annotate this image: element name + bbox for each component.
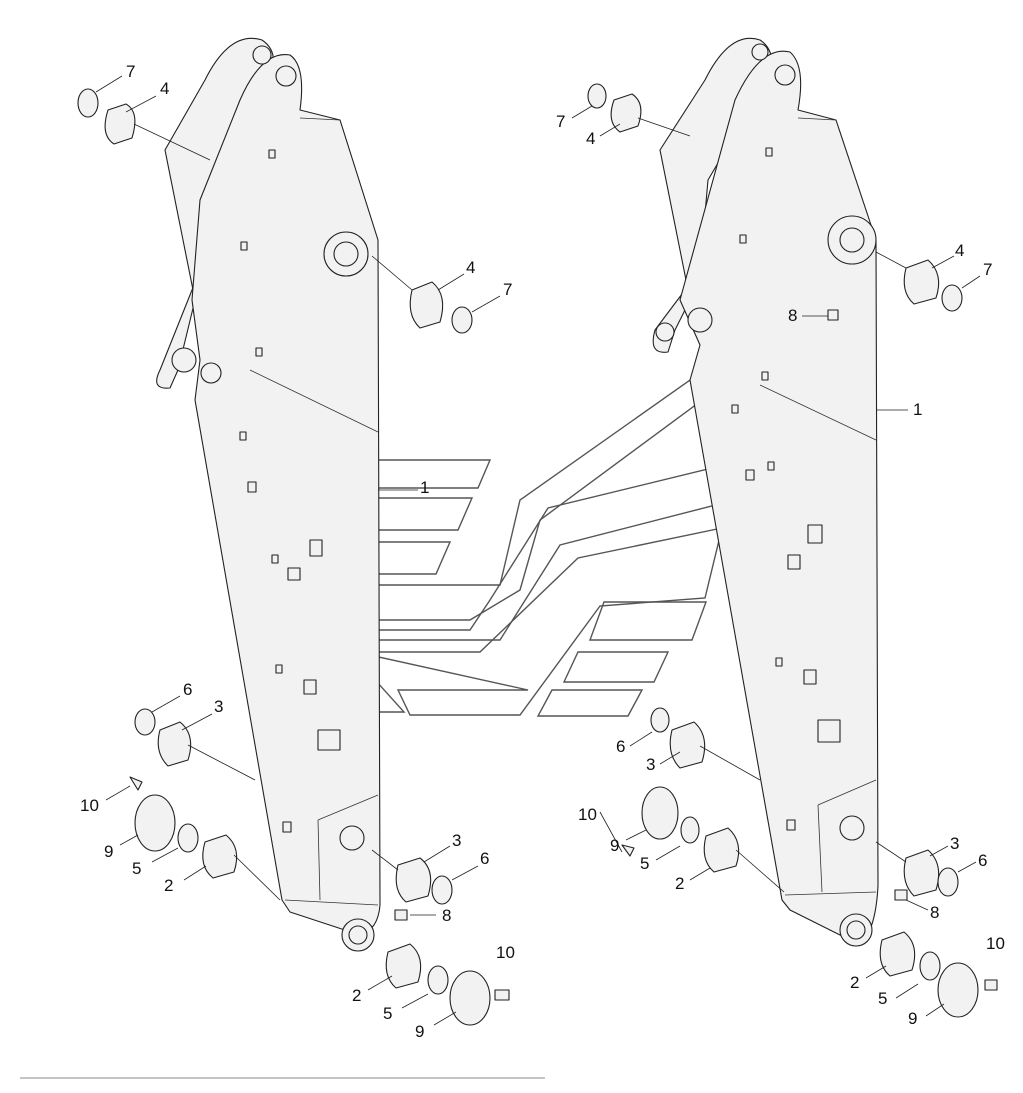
bushing-4 — [104, 103, 136, 145]
shim-5 — [177, 823, 199, 853]
grease-fitting-8 — [894, 889, 908, 901]
callout-label: 3 — [646, 755, 655, 774]
callout-label: 5 — [383, 1004, 392, 1023]
bushing-3 — [903, 849, 940, 897]
right-leader-lines — [571, 105, 981, 1017]
seal-ring-7 — [77, 88, 99, 118]
callout-label: 6 — [616, 737, 625, 756]
right-boom-body — [679, 50, 879, 946]
callout-label: 10 — [80, 796, 99, 815]
callout-label: 7 — [983, 260, 992, 279]
left-boom-body — [191, 54, 381, 936]
callout-label: 6 — [480, 849, 489, 868]
grease-fitting-8 — [394, 909, 408, 921]
left-leader-lines — [95, 75, 501, 1026]
callout-label: 8 — [442, 906, 451, 925]
shim-5 — [680, 816, 700, 844]
callout-label: 10 — [578, 805, 597, 824]
bushing-4 — [409, 281, 444, 329]
callout-label: 3 — [452, 831, 461, 850]
shim-5 — [427, 965, 449, 995]
callout-label: 9 — [908, 1009, 917, 1028]
bolt-10 — [494, 989, 510, 1001]
plate-9 — [449, 970, 491, 1026]
seal-ring-6 — [937, 867, 959, 897]
callout-label: 4 — [466, 258, 475, 277]
callout-label: 7 — [126, 62, 135, 81]
shim-5 — [919, 951, 941, 981]
bolt-10 — [621, 844, 635, 857]
callout-label: 1 — [420, 478, 429, 497]
seal-ring-7 — [941, 284, 963, 312]
bushing-2 — [385, 943, 422, 989]
left-boom-assembly — [156, 37, 381, 952]
callout-label: 4 — [160, 79, 169, 98]
callout-label: 8 — [788, 306, 797, 325]
bushing-3 — [395, 857, 432, 903]
callout-label: 3 — [214, 697, 223, 716]
callout-label: 3 — [950, 834, 959, 853]
seal-ring-6 — [431, 875, 453, 905]
callout-label: 1 — [913, 400, 922, 419]
plate-9 — [641, 786, 679, 840]
left-exploded-parts — [77, 88, 510, 1026]
seal-ring-6 — [134, 708, 156, 736]
bushing-2 — [879, 931, 916, 977]
plate-9 — [937, 962, 979, 1018]
seal-ring-7 — [587, 83, 607, 109]
plate-9 — [134, 794, 176, 852]
grease-fitting-8 — [827, 309, 839, 321]
callout-label: 6 — [978, 851, 987, 870]
callout-label: 10 — [496, 943, 515, 962]
callout-label: 7 — [556, 112, 565, 131]
callout-label: 6 — [183, 680, 192, 699]
callout-label: 5 — [640, 854, 649, 873]
callout-label: 2 — [352, 986, 361, 1005]
callout-label: 9 — [610, 836, 619, 855]
bushing-4 — [903, 259, 940, 305]
callout-label: 5 — [132, 859, 141, 878]
callout-label: 5 — [878, 989, 887, 1008]
bolt-10 — [984, 979, 998, 991]
seal-ring-7 — [451, 306, 473, 334]
callout-label: 10 — [986, 934, 1005, 953]
seal-ring-6 — [650, 707, 670, 733]
bushing-2 — [703, 827, 740, 873]
callout-label: 7 — [503, 280, 512, 299]
bushing-2 — [202, 834, 238, 879]
bushing-3 — [669, 721, 706, 769]
callout-label: 8 — [930, 903, 939, 922]
callout-label: 2 — [850, 973, 859, 992]
right-boom-assembly — [652, 37, 879, 947]
bushing-4 — [610, 93, 642, 133]
callout-label: 2 — [675, 874, 684, 893]
callout-label: 9 — [415, 1022, 424, 1041]
bushing-3 — [157, 721, 192, 767]
callout-label: 9 — [104, 842, 113, 861]
right-callouts: 7 4 4 7 8 1 6 3 10 9 5 2 3 6 8 10 2 5 9 — [556, 112, 1005, 1028]
left-callouts: 7 4 4 7 1 6 3 10 9 5 2 3 6 8 10 2 5 9 — [80, 62, 515, 1041]
bolt-10 — [129, 776, 143, 791]
right-exploded-parts — [587, 83, 998, 1018]
callout-label: 4 — [955, 241, 964, 260]
callout-label: 2 — [164, 876, 173, 895]
callout-label: 4 — [586, 129, 595, 148]
